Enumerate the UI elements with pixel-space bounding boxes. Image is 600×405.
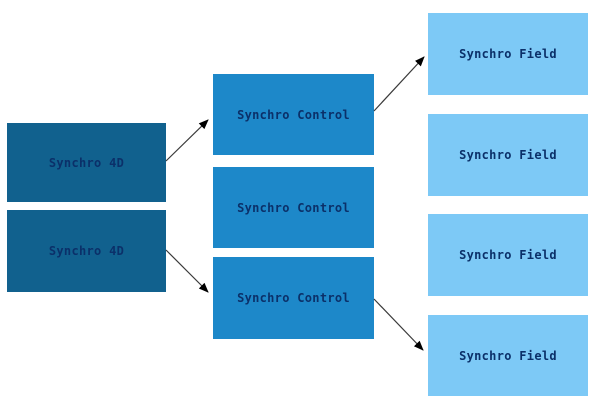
node-synchro-field-1: Synchro Field (428, 13, 588, 95)
node-synchro-field-2: Synchro Field (428, 114, 588, 196)
node-synchro-4d-2: Synchro 4D (7, 210, 166, 292)
node-synchro-control-3: Synchro Control (213, 257, 374, 339)
arrow-control3-to-field4 (373, 298, 424, 351)
arrow-control1-to-field1 (373, 56, 425, 112)
node-synchro-control-2: Synchro Control (213, 167, 374, 248)
node-synchro-control-1: Synchro Control (213, 74, 374, 155)
arrow-4d1-to-control1 (165, 119, 209, 162)
arrow-4d2-to-control3 (165, 249, 209, 293)
node-synchro-4d-1: Synchro 4D (7, 123, 166, 202)
node-synchro-field-3: Synchro Field (428, 214, 588, 296)
node-synchro-field-4: Synchro Field (428, 315, 588, 396)
